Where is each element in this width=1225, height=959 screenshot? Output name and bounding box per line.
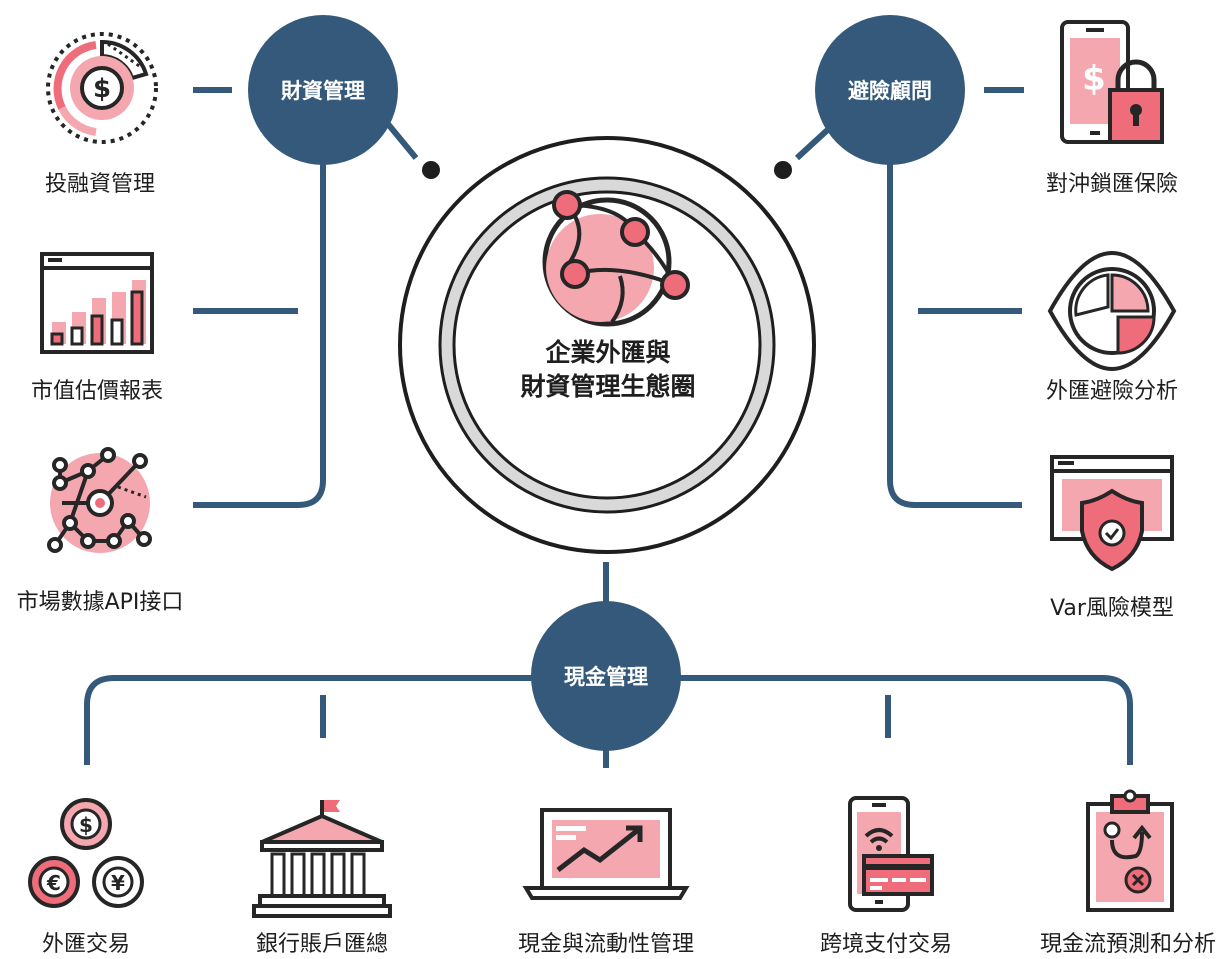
svg-text:$: $ [93,74,111,104]
hub-hedging [815,15,965,165]
label-fx-hedging-analysis: 外匯避險分析 [1045,379,1179,404]
clipboard-strategy-icon [1086,789,1174,912]
hub-cash-label: 現金管理 [564,665,648,689]
hub-treasury [248,15,398,165]
svg-text:¥: ¥ [111,871,125,895]
label-fx-trading: 外匯交易 [41,932,131,957]
label-cross-border-payment: 跨境支付交易 [819,932,953,957]
laptop-chart-icon [522,808,690,900]
currency-coins-icon: $ € ¥ [28,798,144,908]
center-title-line1: 企業外匯與 [545,338,671,367]
center-circle [398,136,816,554]
label-investment-financing: 投融資管理 [44,172,156,197]
center-title-line2: 財資管理生態圈 [520,372,696,401]
svg-text:$: $ [79,813,93,837]
eye-pie-icon [1047,250,1177,372]
browser-shield-icon [1050,455,1174,572]
svg-text:€: € [46,871,61,895]
label-market-data-api: 市場數據API接口 [16,590,184,615]
label-var-risk-model: Var風險模型 [1050,596,1174,621]
bank-icon [252,800,392,918]
hub-hedging-label: 避險顧問 [848,79,932,103]
label-cash-flow-forecast: 現金流預測和分析 [1039,932,1217,957]
hub-treasury-label: 財資管理 [281,79,365,103]
label-hedging-lock-rate: 對沖鎖匯保險 [1045,172,1179,197]
phone-card-icon [848,796,934,912]
phone-lock-icon: $ [1060,20,1164,144]
label-bank-account-summary: 銀行賬戶匯總 [255,932,389,957]
bar-chart-window-icon [40,252,154,354]
label-cash-liquidity: 現金與流動性管理 [517,932,695,957]
dollar-target-icon: $ [46,32,158,144]
svg-text:$: $ [1082,59,1106,99]
center-title: 企業外匯與 財資管理生態圈 [520,336,695,404]
globe-network-icon [542,190,690,327]
hub-cash [531,601,681,751]
label-mark-to-market-report: 市值估價報表 [30,379,164,404]
network-nodes-icon [47,447,152,553]
